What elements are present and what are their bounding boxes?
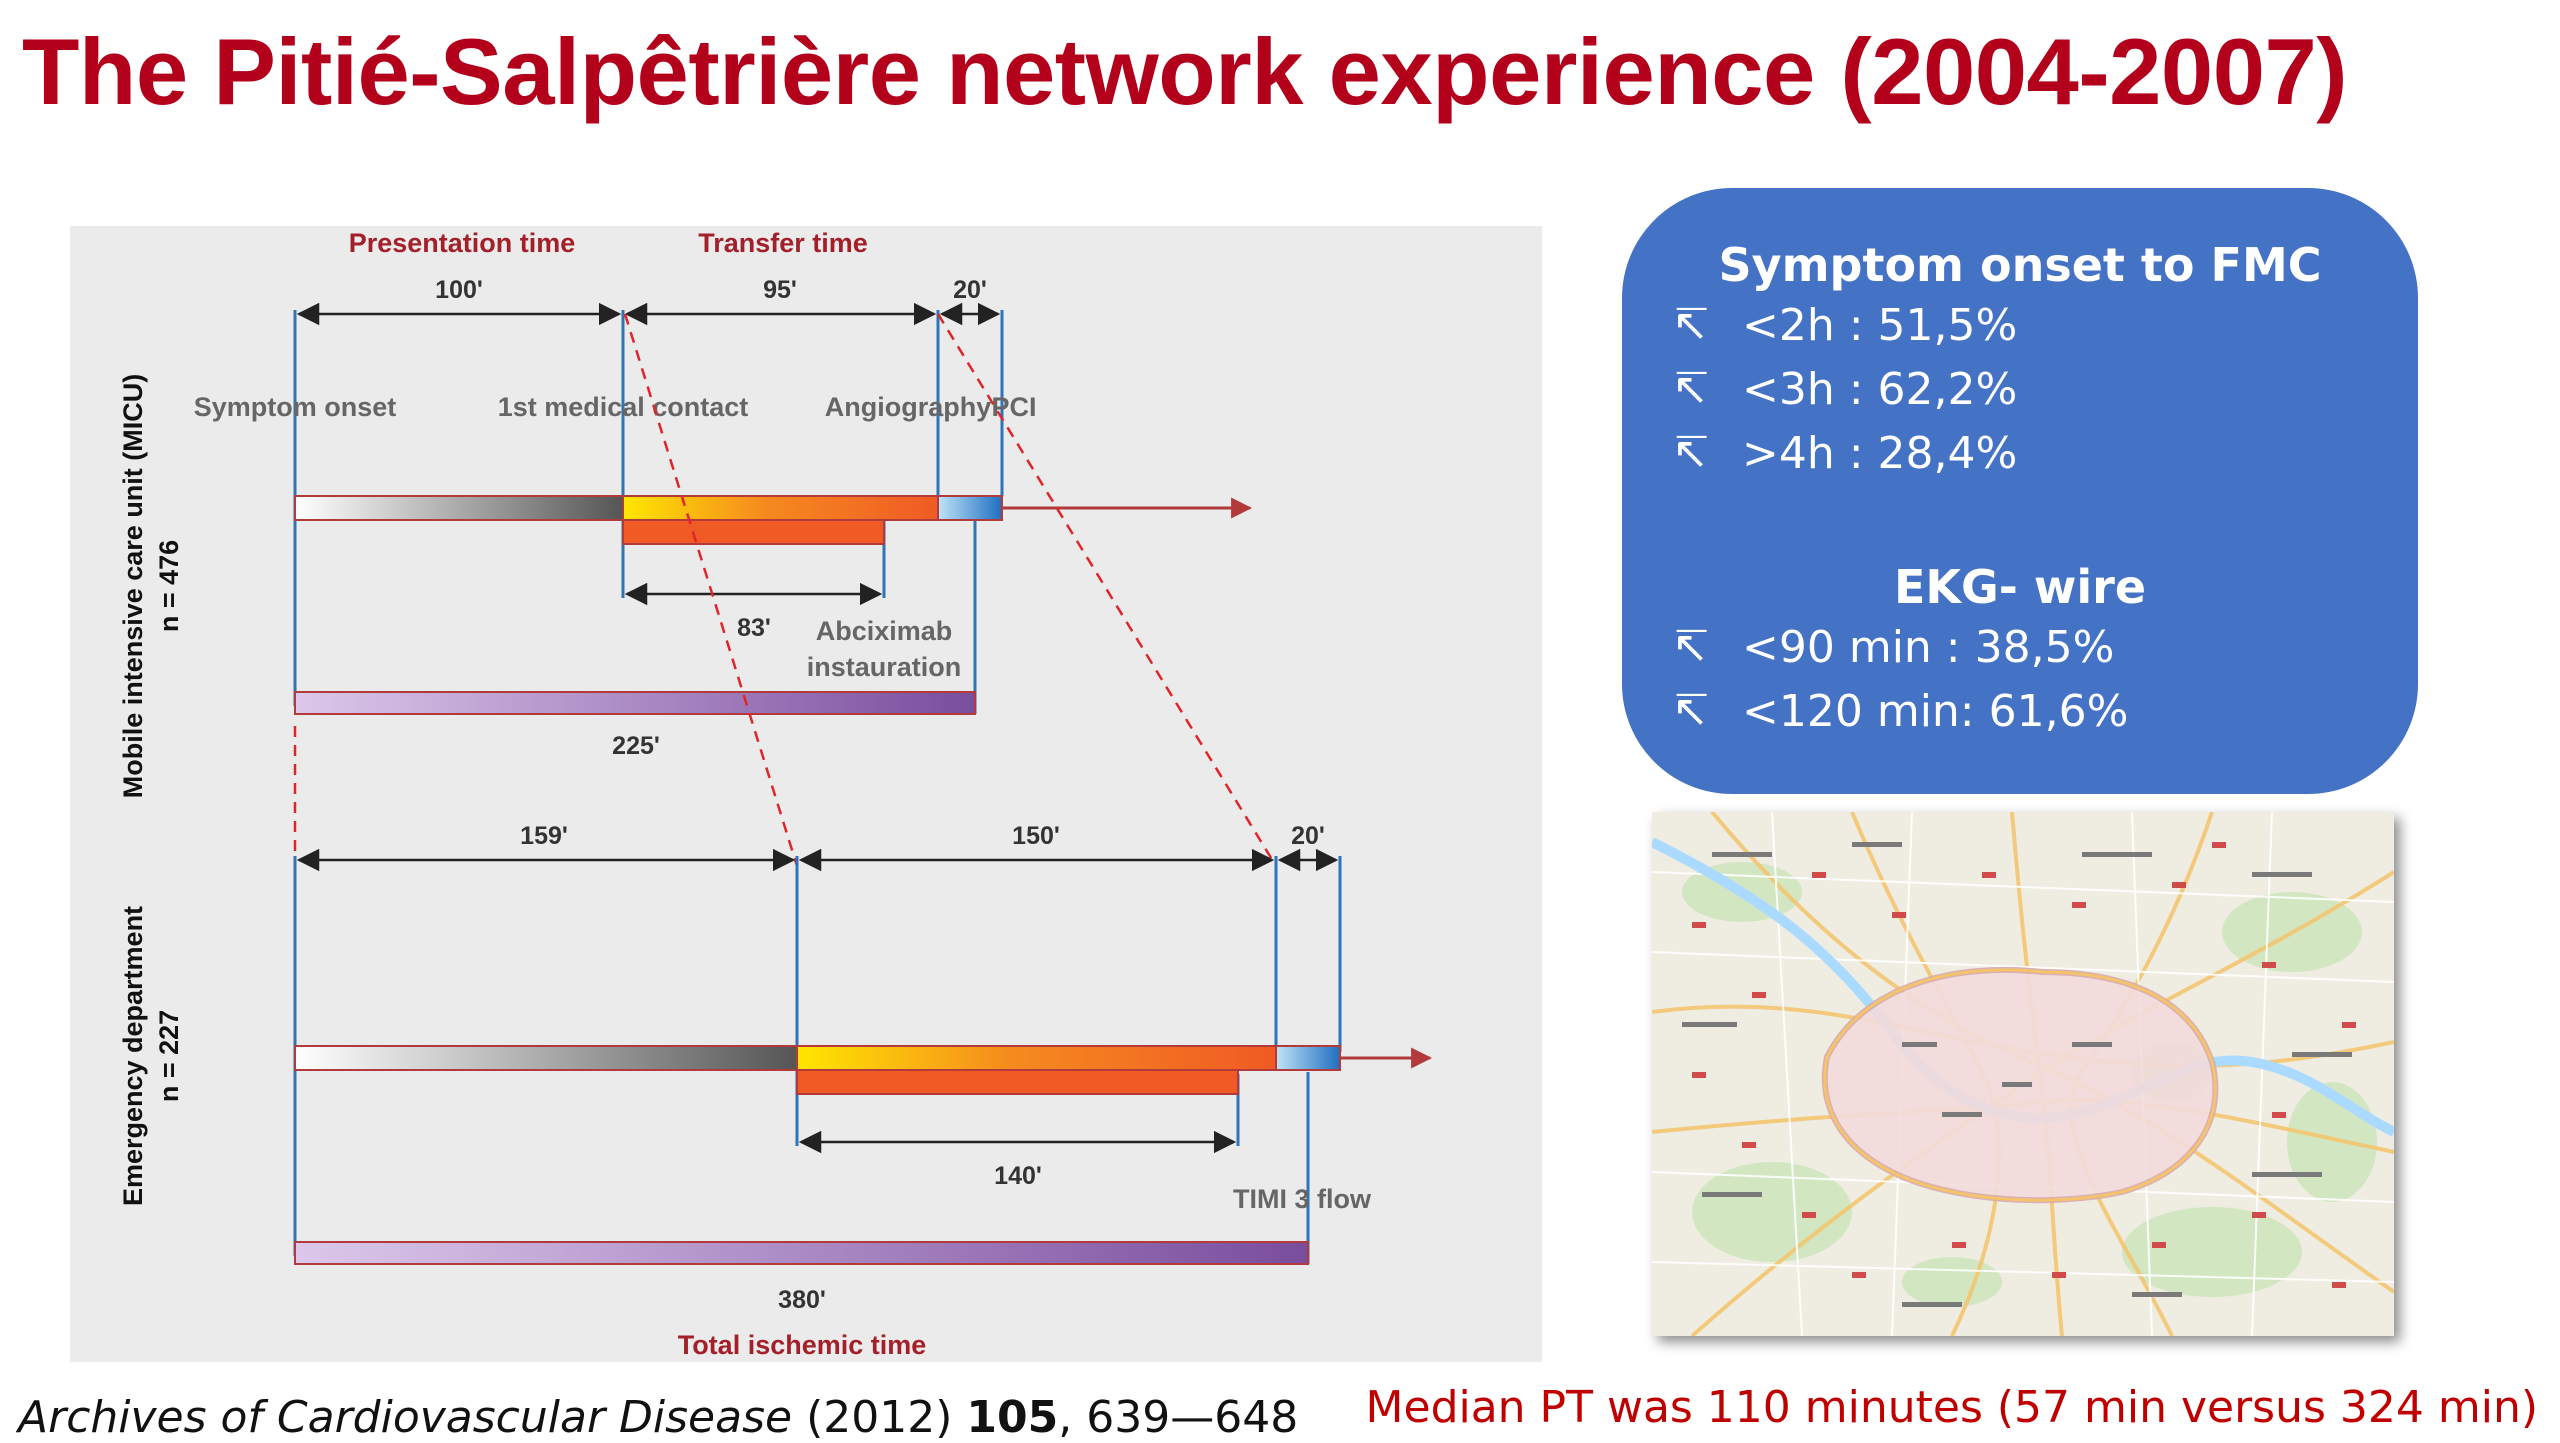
transfer-time-header: Transfer time [698, 228, 868, 258]
ed-group-label: Emergency department [118, 906, 148, 1206]
micu-n-label: n = 476 [154, 540, 184, 632]
connector-first-contact [623, 313, 799, 867]
micu-abciximab-label-1: Abciximab [816, 616, 953, 646]
arrow-up-left-icon: ↸ [1672, 364, 1709, 415]
connector-angiography [936, 313, 1278, 867]
ed-n-label: n = 227 [154, 1010, 184, 1102]
ed-transfer-duration: 150' [1012, 822, 1060, 850]
arrow-up-left-icon: ↸ [1672, 622, 1709, 673]
ed-total-duration: 380' [778, 1286, 826, 1314]
micu-pci-duration: 20' [953, 276, 987, 304]
presentation-time-header: Presentation time [349, 228, 576, 258]
micu-pci-label: PCI [991, 392, 1036, 422]
citation: Archives of Cardiovascular Disease (2012… [18, 1392, 1298, 1443]
micu-abciximab-label-2: instauration [807, 652, 962, 682]
median-note: Median PT was 110 minutes (57 min versus… [1365, 1382, 2538, 1433]
micu-total-bar [294, 691, 976, 715]
ekg-heading: EKG- wire [1893, 560, 2147, 614]
micu-transfer-duration: 95' [763, 276, 797, 304]
ed-presentation-duration: 159' [520, 822, 568, 850]
paris-map [1652, 812, 2394, 1336]
arrow-up-left-icon: ↸ [1672, 428, 1709, 479]
onset-item: ↸<2h : 51,5% [1672, 300, 2018, 351]
arrow-up-left-icon: ↸ [1672, 300, 1709, 351]
citation-volume: 105 [966, 1392, 1059, 1443]
onset-heading: Symptom onset to FMC [1718, 238, 2322, 292]
ed-abciximab-duration: 140' [994, 1162, 1042, 1190]
timeline-diagram: Presentation time Transfer time Mobile i… [70, 226, 1542, 1362]
micu-abciximab-duration: 83' [737, 614, 771, 642]
micu-total-duration: 225' [612, 732, 660, 760]
ed-transfer-bar [796, 1045, 1277, 1071]
micu-presentation-bar [294, 495, 624, 521]
ekg-item: ↸<120 min: 61,6% [1672, 686, 2129, 737]
micu-abciximab-bar [622, 519, 885, 545]
micu-first-contact-label: 1st medical contact [498, 392, 749, 422]
micu-pci-bar [937, 495, 1003, 521]
total-ischemic-time-header: Total ischemic time [678, 1330, 927, 1360]
onset-item: ↸<3h : 62,2% [1672, 364, 2018, 415]
citation-year: (2012) [806, 1392, 953, 1443]
ekg-item: ↸<90 min : 38,5% [1672, 622, 2115, 673]
ed-pci-bar [1275, 1045, 1341, 1071]
ed-presentation-bar [294, 1045, 798, 1071]
micu-angiography-label: Angiography [825, 392, 992, 422]
ed-pci-duration: 20' [1291, 822, 1325, 850]
micu-transfer-bar [622, 495, 939, 521]
ed-abciximab-bar [796, 1069, 1239, 1095]
onset-item: ↸>4h : 28,4% [1672, 428, 2018, 479]
ed-timi-label: TIMI 3 flow [1233, 1184, 1372, 1214]
ed-total-bar [294, 1241, 1309, 1265]
stats-box: Symptom onset to FMC ↸<2h : 51,5% ↸<3h :… [1622, 188, 2418, 794]
micu-presentation-duration: 100' [435, 276, 483, 304]
citation-journal: Archives of Cardiovascular Disease [18, 1392, 793, 1443]
timeline-svg: Presentation time Transfer time Mobile i… [118, 228, 1433, 1360]
micu-symptom-onset-label: Symptom onset [194, 392, 397, 422]
slide-title: The Pitié-Salpêtrière network experience… [22, 19, 2348, 124]
paris-map-svg [1652, 812, 2394, 1336]
citation-pages: , 639—648 [1058, 1392, 1299, 1443]
micu-group-label: Mobile intensive care unit (MICU) [118, 374, 148, 799]
arrow-up-left-icon: ↸ [1672, 686, 1709, 737]
